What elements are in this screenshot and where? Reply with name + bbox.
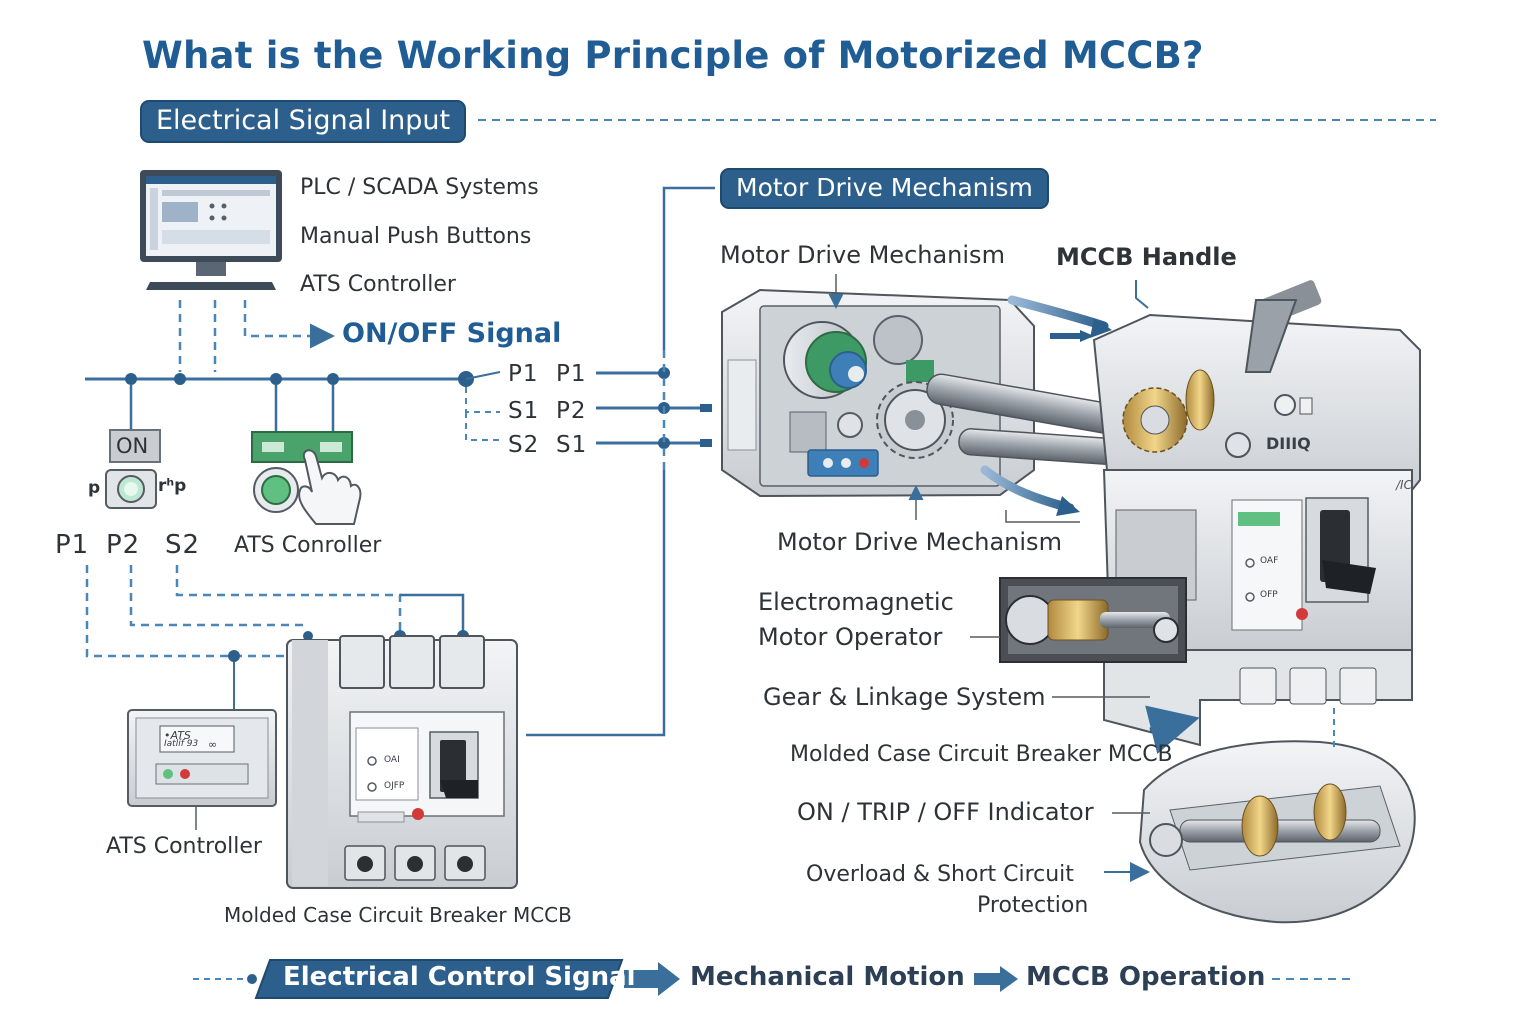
flow-step-1-label: Electrical Control Signal [283,962,636,992]
indicator-label: ON / TRIP / OFF Indicator [797,798,1094,826]
pin-p1: P1 [55,530,90,560]
flow-step-2-label: Mechanical Motion [690,962,965,992]
mccb-brand-mark: DIIIQ [1266,434,1311,453]
protection-label-line-2: Protection [977,893,1089,918]
terminal-left-s2: S2 [508,432,540,458]
input-manual-push-buttons: Manual Push Buttons [300,224,532,249]
left-mccb-device [286,635,518,889]
flow-step-1-badge [254,959,624,999]
motor-drive-housing [721,288,1035,498]
on-off-signal-label: ON/OFF Signal [342,318,562,349]
computer-monitor-icon [140,170,282,290]
protection-label-line-1: Overload & Short Circuit [806,862,1074,887]
section-motor-drive-mechanism: Motor Drive Mechanism [720,168,1049,209]
hand-pointer-icon [298,449,362,525]
em-operator-label-line-2: Motor Operator [758,623,943,651]
motor-drive-top-label: Motor Drive Mechanism [720,241,1005,269]
input-ats-controller: ATS Controller [300,272,456,297]
electromagnetic-operator-inset [999,577,1187,663]
on-button-label: ON [116,434,149,458]
left-mccb-off-mark: OJFP [384,781,405,791]
motor-drive-bottom-label: Motor Drive Mechanism [777,528,1062,556]
right-mccb-device [1092,280,1421,747]
page-title: What is the Working Principle of Motoriz… [142,34,1204,77]
section-electrical-signal-input: Electrical Signal Input [140,100,467,143]
ats-display-line-2: Iatlíf 93 [164,739,199,749]
left-mccb-on-mark: OAI [384,755,400,765]
flow-step-3-label: MCCB Operation [1026,962,1266,992]
ats-display-line-3: ∞ [208,738,218,751]
right-mccb-off-mark: OFP [1260,590,1278,600]
mccb-handle-label: MCCB Handle [1056,243,1237,271]
ats-conroller-label: ATS Conroller [234,533,382,558]
left-mccb-label: Molded Case Circuit Breaker MCCB [224,903,572,927]
ats-controller-device [127,709,277,830]
em-operator-label-line-1: Electromagnetic [758,588,954,616]
flow-arrow-1-icon [624,962,680,996]
ats-display-line-1: •ATS [164,729,191,742]
terminal-right-p1: P1 [556,361,587,387]
mccb-ic-mark: /IC [1396,478,1412,492]
flow-arrow-2-icon [974,966,1018,992]
manual-push-button-panel-icon [251,431,353,513]
right-mccb-on-mark: OAF [1260,556,1279,566]
overload-protection-cutaway [1138,740,1416,924]
pin-s2: S2 [165,530,201,560]
on-pushbutton-icon [105,429,161,509]
terminal-right-s1: S1 [556,432,588,458]
terminal-left-s1: S1 [508,398,540,424]
terminal-right-p2: P2 [556,398,587,424]
input-plc-scada: PLC / SCADA Systems [300,175,539,200]
gear-linkage-label: Gear & Linkage System [763,683,1046,711]
button-p-left-label: p [88,478,101,498]
terminal-left-p1: P1 [508,361,539,387]
ats-controller-device-label: ATS Controller [106,834,262,859]
button-p-right-label: rʰp [158,476,187,496]
right-mccb-label: Molded Case Circuit Breaker MCCB [790,742,1173,767]
pin-p2: P2 [106,530,141,560]
